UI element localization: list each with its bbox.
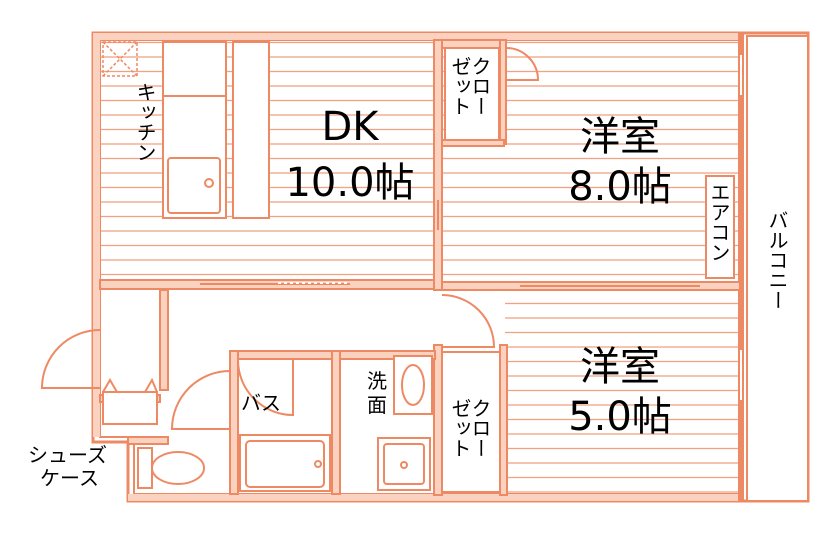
closet-upper-door — [505, 47, 540, 81]
balcony-label: バルコニー — [765, 210, 789, 310]
washroom-label-2: 面 — [367, 393, 387, 417]
shoe-box — [102, 377, 158, 425]
dk-room-name: DK — [321, 104, 380, 150]
kitchen-counter — [162, 41, 270, 219]
bathtub — [239, 434, 331, 492]
closet-lower-label-1: クロー — [468, 398, 492, 458]
wash-basin — [377, 355, 433, 491]
ventilation-icon — [102, 41, 138, 77]
closet-upper-label-2: ゼット — [448, 56, 472, 116]
washroom-label-1: 洗 — [367, 369, 387, 393]
kitchen-label: キッチン — [133, 82, 157, 162]
closet-lower-label-2: ゼット — [448, 398, 472, 458]
western-8-size: 8.0帖 — [568, 164, 672, 210]
toilet — [137, 447, 205, 489]
closet-upper — [444, 47, 500, 141]
sliding-door-marks — [200, 200, 700, 287]
bottom-wall-fill — [128, 494, 741, 501]
bath-label: バス — [241, 391, 281, 415]
aircon-label: エアコン — [707, 182, 731, 262]
closet-lower — [441, 351, 501, 493]
western-5-size: 5.0帖 — [568, 394, 672, 440]
shoe-case-label-2: ケース — [40, 466, 99, 490]
closet-upper-label-1: クロー — [468, 56, 492, 116]
balcony — [746, 35, 809, 502]
door-swings — [40, 294, 496, 430]
western-8-name: 洋室 — [580, 114, 660, 160]
western-5-name: 洋室 — [580, 344, 660, 390]
western-5-floor — [505, 292, 740, 495]
aircon-unit — [705, 175, 735, 279]
dk-room-size: 10.0帖 — [285, 160, 414, 206]
shoe-case-label-1: シューズ — [28, 443, 107, 467]
